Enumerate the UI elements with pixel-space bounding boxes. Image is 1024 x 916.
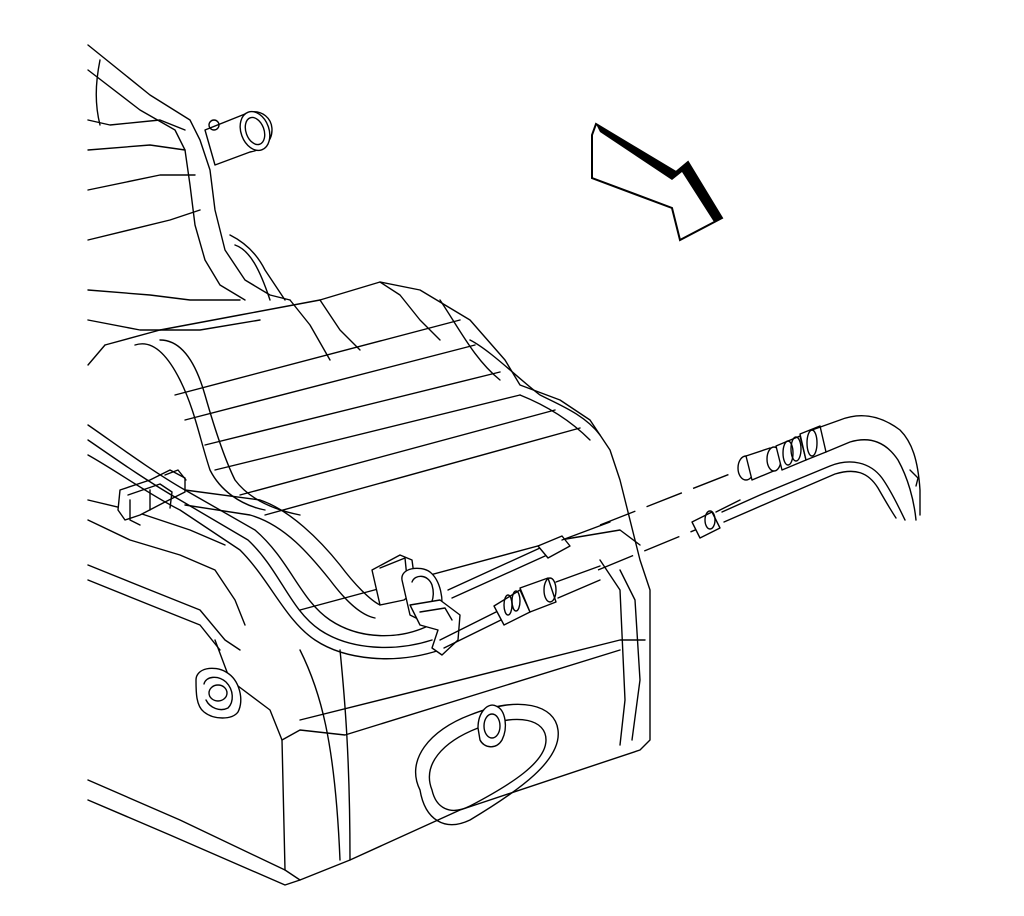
line-retainer-clip-front xyxy=(371,554,461,656)
fuel-lines xyxy=(87,424,441,660)
tank-drain-plug xyxy=(195,667,242,719)
outgoing-lines-right xyxy=(721,415,921,523)
fuel-return-line xyxy=(439,499,741,649)
fuel-feed-line xyxy=(447,425,827,599)
fuel-tank xyxy=(87,281,651,886)
filler-neck xyxy=(87,44,291,331)
fuel-pump-access-ring xyxy=(414,703,559,826)
direction-arrow xyxy=(591,122,724,242)
